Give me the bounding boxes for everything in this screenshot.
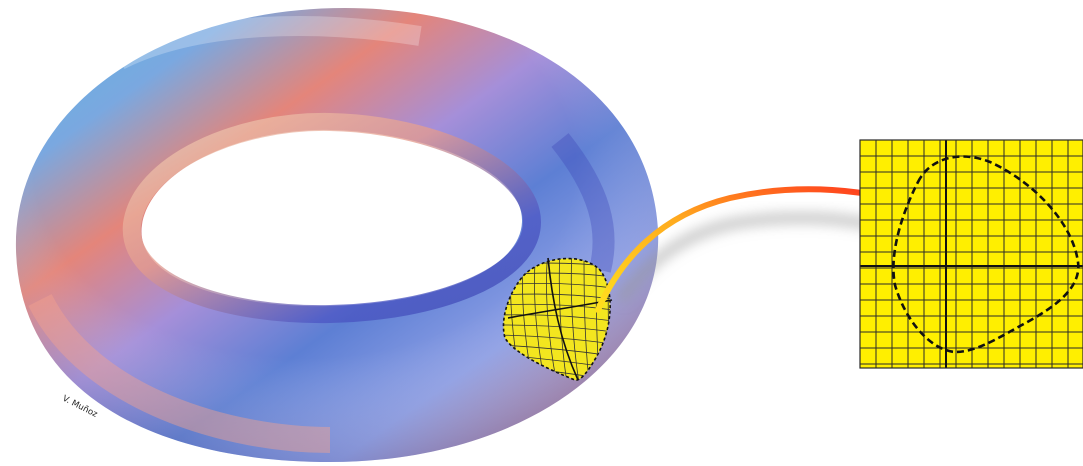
flat-coordinate-grid-with-dashed-region [860, 140, 1083, 368]
torus-surface [16, 8, 658, 462]
